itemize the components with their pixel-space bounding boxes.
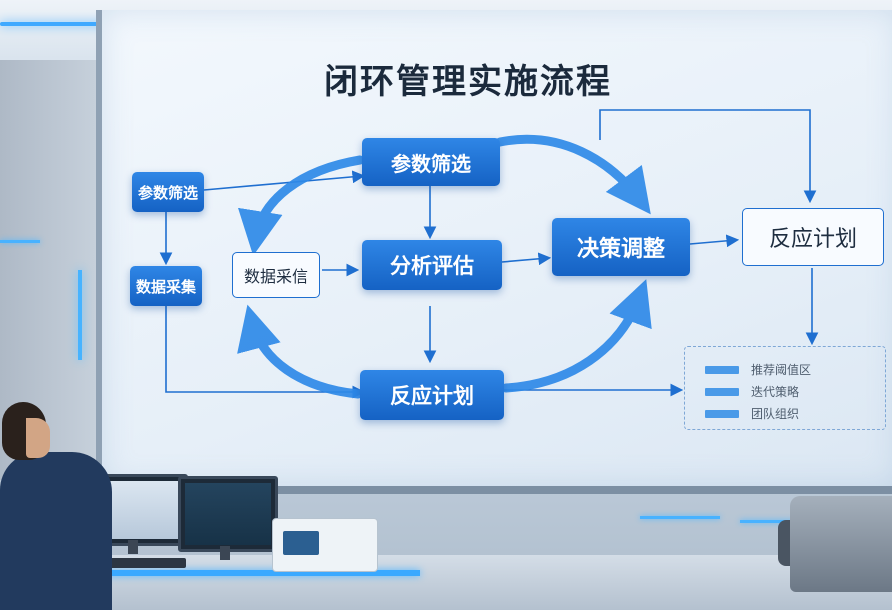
floor-light-strip — [640, 516, 720, 519]
node-decision-adjustment: 决策调整 — [552, 218, 690, 276]
node-parameter-screening-top: 参数筛选 — [362, 138, 500, 186]
node-data-collection: 数据采集 — [130, 266, 202, 306]
node-label: 参数筛选 — [137, 183, 198, 202]
legend-label: 推荐阈值区 — [751, 363, 812, 377]
operator-face — [26, 418, 50, 458]
legend-label: 迭代策略 — [751, 385, 800, 399]
legend-item: 迭代策略 — [705, 383, 799, 400]
monitor-screen — [185, 483, 271, 545]
node-data-trust: 数据采信 — [232, 252, 320, 298]
connector-lines — [159, 109, 819, 399]
keyboard — [106, 558, 186, 568]
legend-item: 团队组织 — [705, 405, 799, 422]
monitor-stand — [220, 546, 230, 560]
control-device — [272, 518, 378, 572]
node-label: 数据采集 — [135, 277, 196, 296]
ceiling-light — [0, 22, 140, 26]
floor-light-strip — [740, 520, 800, 523]
node-label: 分析评估 — [390, 254, 474, 278]
node-label: 数据采信 — [243, 267, 308, 286]
monitor-right — [178, 476, 278, 552]
legend-swatch — [705, 409, 739, 418]
legend-swatch — [705, 387, 739, 396]
diagram-title: 闭环管理实施流程 — [324, 62, 612, 102]
electric-motor — [790, 496, 892, 592]
operator-body — [0, 452, 112, 610]
legend-label: 团队组织 — [751, 407, 800, 421]
node-label: 反应计划 — [768, 227, 857, 252]
legend: 推荐阈值区 迭代策略 团队组织 — [684, 346, 886, 430]
node-parameter-screening-left: 参数筛选 — [132, 172, 204, 212]
node-reaction-plan-bottom: 反应计划 — [360, 370, 504, 420]
legend-item: 推荐阈值区 — [705, 361, 811, 378]
wall-light-strip — [0, 240, 40, 243]
node-label: 决策调整 — [576, 237, 665, 262]
node-reaction-plan-right: 反应计划 — [742, 208, 884, 266]
node-label: 反应计划 — [390, 384, 474, 408]
cycle-arrows — [237, 134, 652, 399]
monitor-stand — [128, 540, 138, 554]
wall-light — [78, 270, 82, 360]
node-analysis-evaluation: 分析评估 — [362, 240, 502, 290]
legend-swatch — [705, 365, 739, 374]
desk-light-strip — [40, 570, 420, 576]
device-display — [283, 531, 319, 555]
node-label: 参数筛选 — [391, 151, 471, 176]
